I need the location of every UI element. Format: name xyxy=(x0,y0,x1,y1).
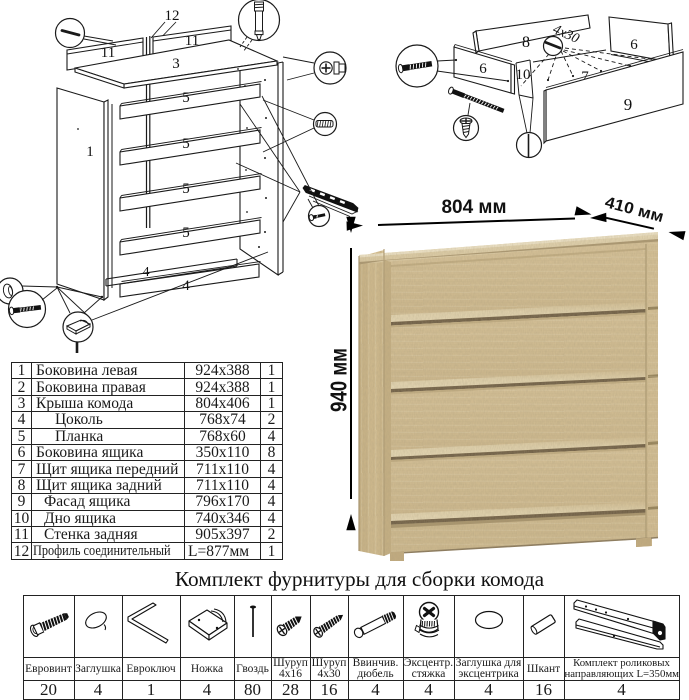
svg-text:12: 12 xyxy=(165,8,180,24)
svg-text:5: 5 xyxy=(182,181,190,197)
svg-text:1: 1 xyxy=(86,144,94,160)
svg-text:5: 5 xyxy=(182,90,190,106)
svg-text:9: 9 xyxy=(624,95,633,114)
svg-text:410 мм: 410 мм xyxy=(603,194,665,226)
svg-text:6: 6 xyxy=(630,37,638,53)
svg-text:940 мм: 940 мм xyxy=(326,348,352,412)
svg-text:804 мм: 804 мм xyxy=(442,197,507,218)
svg-text:4: 4 xyxy=(143,265,150,280)
svg-text:6: 6 xyxy=(479,61,487,77)
svg-text:5: 5 xyxy=(182,136,190,152)
svg-text:8: 8 xyxy=(522,34,530,51)
svg-text:11: 11 xyxy=(101,45,115,61)
svg-text:10: 10 xyxy=(516,67,531,83)
svg-text:3: 3 xyxy=(172,56,180,72)
svg-text:4: 4 xyxy=(182,278,190,294)
svg-text:11: 11 xyxy=(185,33,199,49)
svg-text:5: 5 xyxy=(182,225,190,241)
